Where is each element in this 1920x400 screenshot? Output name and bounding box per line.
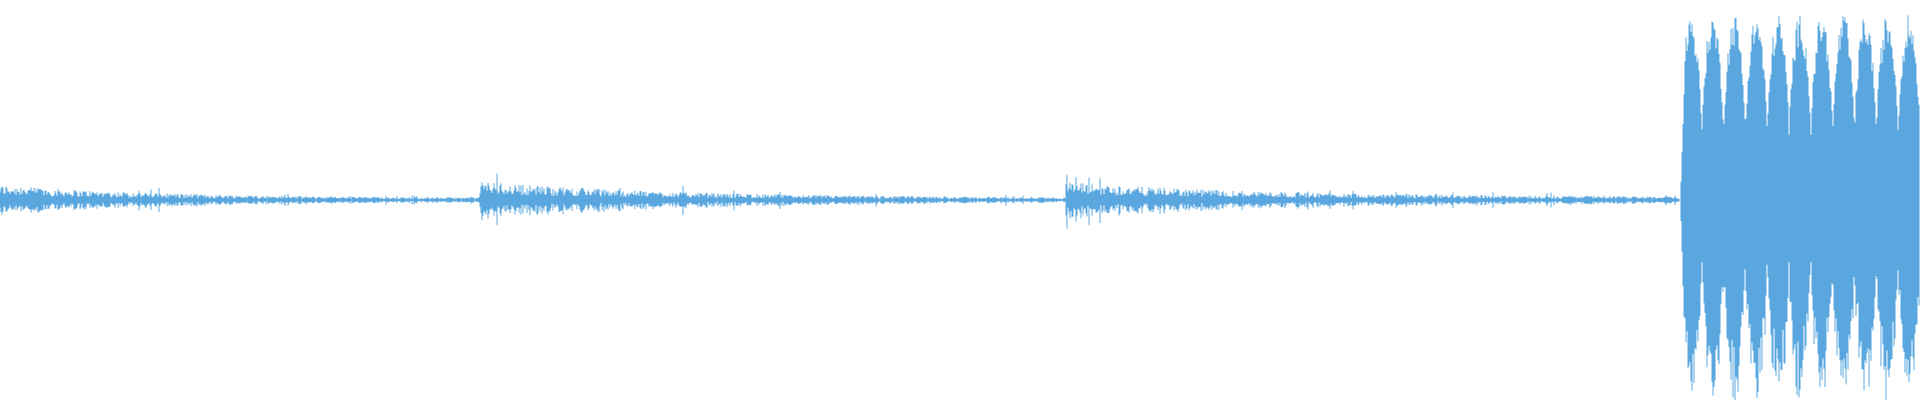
waveform-path — [0, 15, 1920, 400]
